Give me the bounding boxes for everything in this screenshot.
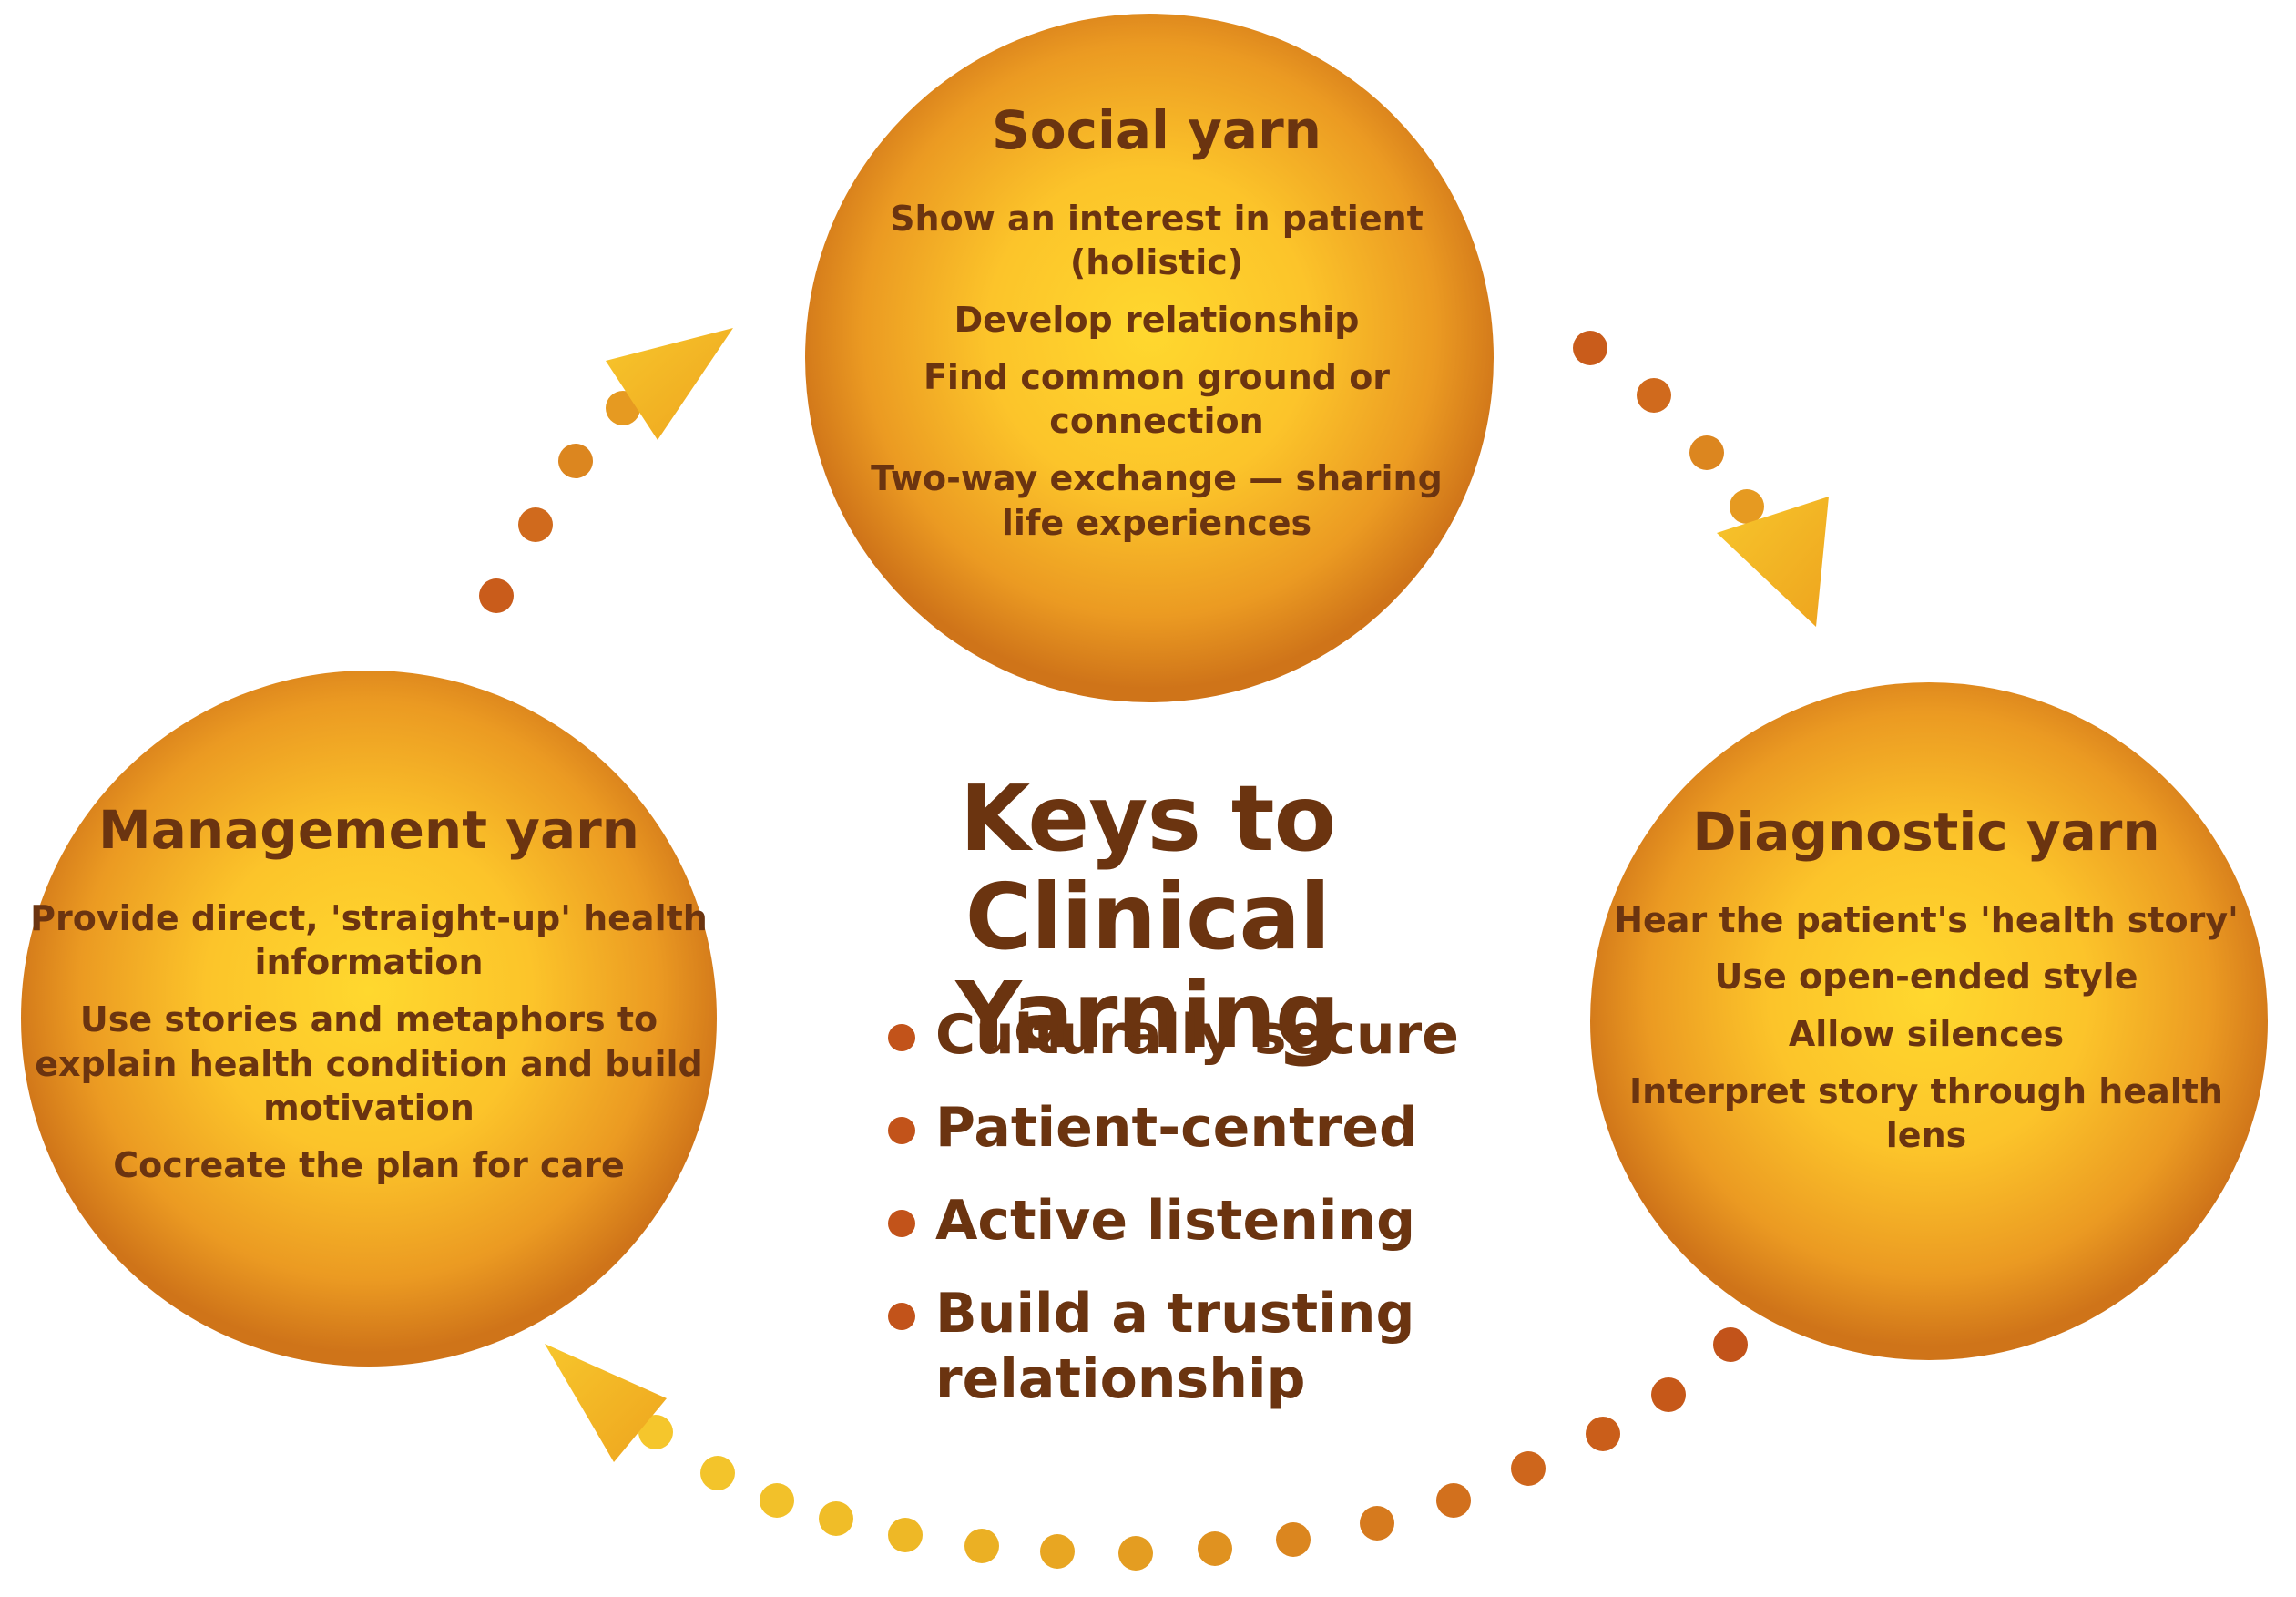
management-yarn-list: Provide direct, 'straight-up' health inf…	[18, 896, 719, 1188]
diagnostic-yarn-item: Allow silences	[1788, 1014, 2065, 1055]
diagnostic-yarn-circle	[1590, 682, 2268, 1360]
management-yarn-item: Use stories and metaphors to explain hea…	[35, 999, 703, 1129]
key-item: Active listening	[888, 1188, 1526, 1254]
dot-bullet-icon	[888, 1117, 915, 1144]
social-yarn-item: Two-way exchange — sharing life experien…	[871, 457, 1443, 543]
arrowhead-icon	[1717, 497, 1829, 627]
dot-bullet-icon	[888, 1303, 915, 1330]
diagnostic-yarn-item: Use open-ended style	[1714, 957, 2138, 998]
dot-bullet-icon	[888, 1024, 915, 1051]
center-title-line-1: Keys to	[959, 765, 1337, 872]
social-yarn-item: Find common ground or connection	[923, 356, 1391, 442]
key-item: Patient-centred	[888, 1095, 1526, 1161]
key-item: Culturally secure	[888, 1002, 1526, 1068]
dotted-arrow-management-to-social	[479, 328, 733, 613]
key-item-label: Culturally secure	[935, 1003, 1459, 1067]
dotted-arrow-social-to-diagnostic	[1573, 331, 1829, 627]
center-title-block: Keys to Clinical Yarning	[783, 770, 1512, 1065]
keys-list: Culturally secure Patient-centred Active…	[888, 1002, 1526, 1439]
diagnostic-yarn-item: Interpret story through health lens	[1629, 1070, 2223, 1156]
social-yarn-content: Social yarn Show an interest in patient …	[838, 99, 1475, 545]
key-item-label: Build a trusting relationship	[935, 1282, 1415, 1411]
social-yarn-item: Show an interest in patient (holistic)	[890, 198, 1424, 283]
dotted-arrow-diagnostic-to-management	[545, 1327, 1748, 1571]
social-yarn-circle	[805, 14, 1494, 702]
arrowhead-icon	[606, 328, 733, 440]
management-yarn-content: Management yarn Provide direct, 'straigh…	[18, 799, 719, 1188]
center-title-line-2: Clinical Yarning	[955, 864, 1340, 1069]
diagnostic-yarn-content: Diagnostic yarn Hear the patient's 'heal…	[1589, 801, 2263, 1158]
diagnostic-yarn-title: Diagnostic yarn	[1692, 801, 2160, 863]
social-yarn-item: Develop relationship	[954, 300, 1360, 341]
diagnostic-yarn-list: Hear the patient's 'health story' Use op…	[1589, 898, 2263, 1158]
key-item-label: Active listening	[935, 1189, 1416, 1253]
key-item-label: Patient-centred	[935, 1096, 1418, 1160]
social-yarn-list: Show an interest in patient (holistic) D…	[838, 197, 1475, 545]
key-item: Build a trusting relationship	[888, 1281, 1526, 1412]
management-yarn-title: Management yarn	[98, 799, 639, 861]
dot-bullet-icon	[888, 1210, 915, 1237]
management-yarn-item: Cocreate the plan for care	[113, 1144, 625, 1185]
management-yarn-item: Provide direct, 'straight-up' health inf…	[30, 897, 708, 983]
management-yarn-circle	[21, 671, 717, 1367]
social-yarn-title: Social yarn	[992, 99, 1321, 161]
diagnostic-yarn-item: Hear the patient's 'health story'	[1614, 899, 2239, 940]
arrowhead-icon	[545, 1344, 667, 1462]
